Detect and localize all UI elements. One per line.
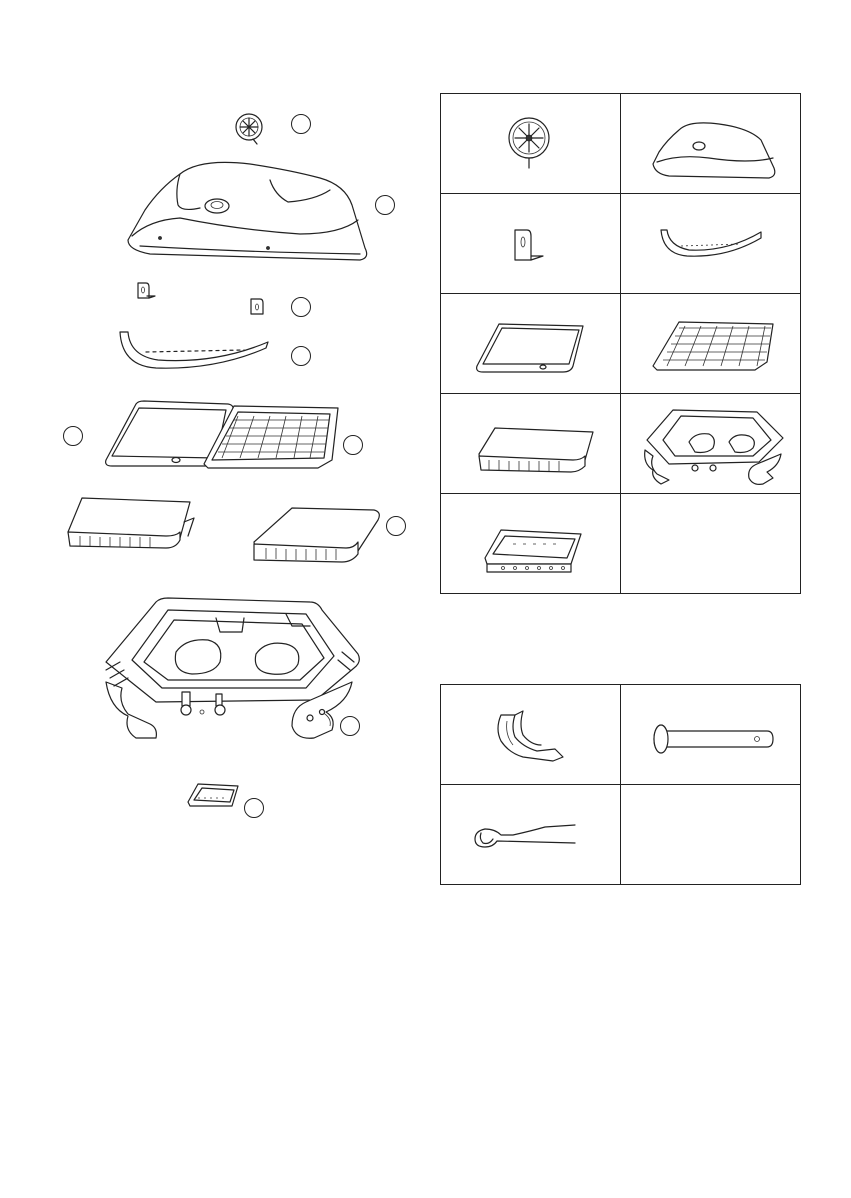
- base-icon: [639, 404, 789, 490]
- parts-cell-grill-grate: [621, 294, 801, 394]
- callout-grease-tray: [244, 798, 264, 818]
- griddle-plate-icon: [473, 320, 593, 376]
- handle-icon: [657, 224, 767, 264]
- side-table-left-drawing: [62, 492, 202, 558]
- lid-icon: [649, 114, 779, 184]
- parts-cell-hinge-bracket: [441, 194, 621, 294]
- parts-cell-griddle-plate: [441, 294, 621, 394]
- hardware-cell-hinge-pin: [621, 685, 801, 785]
- hardware-cell-r-clip: [441, 785, 621, 885]
- hinge-bracket-right-drawing: [248, 296, 268, 318]
- grease-tray-drawing: [184, 776, 244, 814]
- thermometer-drawing: [232, 110, 272, 150]
- parts-cell-base: [621, 394, 801, 494]
- grill-grate-icon: [649, 318, 779, 374]
- hinge-bracket-left-drawing: [134, 280, 158, 302]
- thermometer-icon: [501, 112, 561, 172]
- lid-drawing: [120, 150, 370, 270]
- parts-cell-handle: [621, 194, 801, 294]
- side-table-icon: [475, 424, 595, 476]
- base-drawing: [96, 592, 366, 752]
- hinge-cover-icon: [493, 707, 569, 769]
- callout-thermometer: [291, 114, 311, 134]
- grease-tray-icon: [479, 522, 589, 576]
- callout-base: [340, 716, 360, 736]
- callout-handle: [291, 346, 311, 366]
- hinge-bracket-icon: [509, 226, 549, 270]
- parts-table: [440, 93, 801, 594]
- parts-cell-side-table: [441, 394, 621, 494]
- parts-cell-empty: [621, 494, 801, 594]
- parts-cell-grease-tray: [441, 494, 621, 594]
- r-clip-icon: [471, 821, 581, 857]
- hardware-cell-hinge-cover: [441, 685, 621, 785]
- handle-drawing: [116, 326, 276, 376]
- hardware-table: [440, 684, 801, 885]
- callout-side-table: [386, 516, 406, 536]
- side-table-right-drawing: [246, 502, 386, 568]
- parts-cell-thermometer: [441, 94, 621, 194]
- callout-griddle-plate: [63, 426, 83, 446]
- callout-hinge-bracket: [291, 297, 311, 317]
- grill-grate-drawing: [198, 402, 348, 474]
- parts-cell-lid: [621, 94, 801, 194]
- hardware-cell-empty: [621, 785, 801, 885]
- hinge-pin-icon: [651, 721, 781, 761]
- callout-lid: [375, 195, 395, 215]
- callout-grill-grate: [343, 435, 363, 455]
